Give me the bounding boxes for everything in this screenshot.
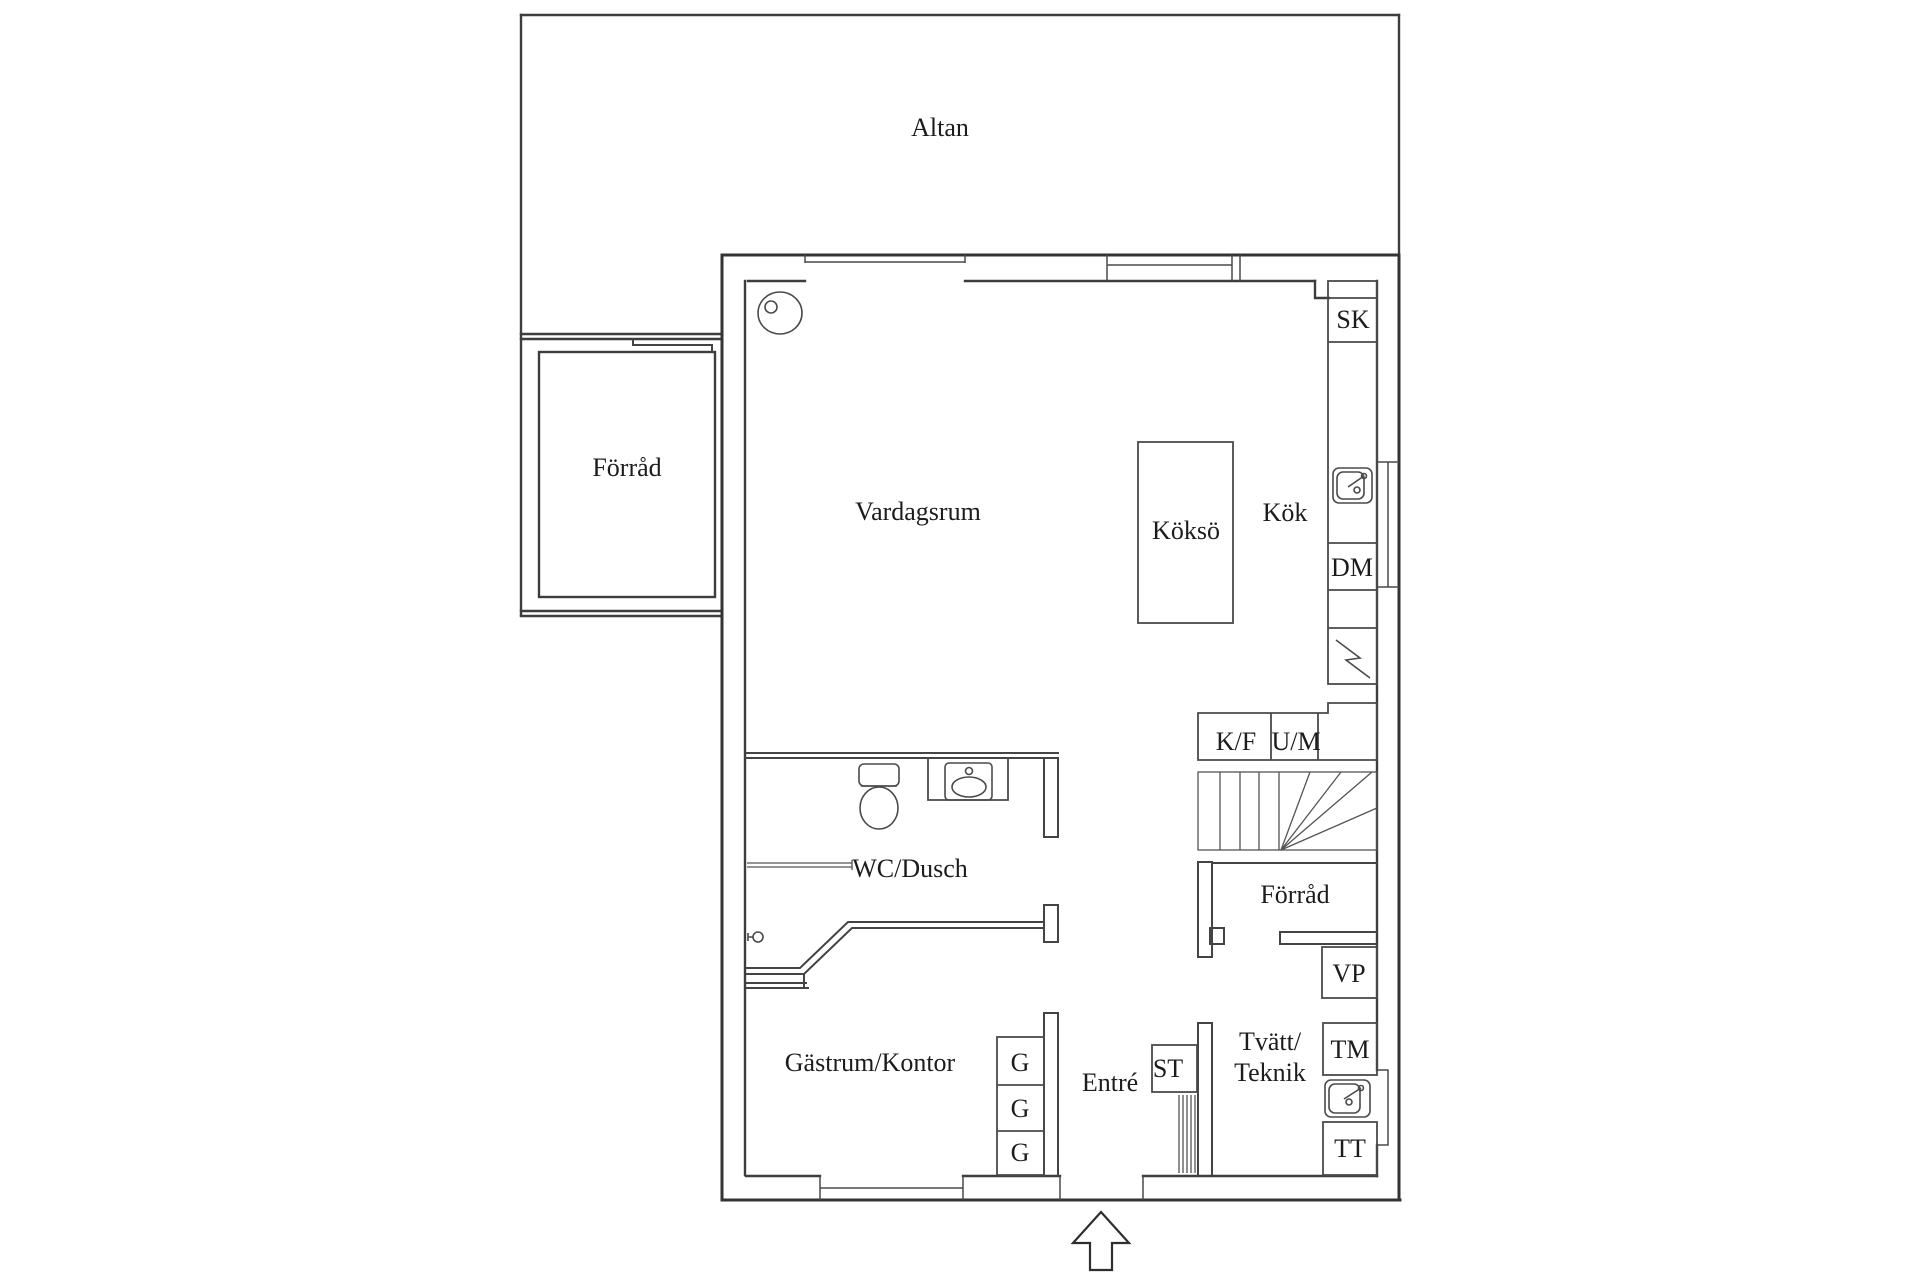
- bathroom-vanity: [927, 758, 1009, 801]
- window-bottom: [819, 1176, 964, 1200]
- laundry-sink-icon: [1324, 1079, 1371, 1118]
- lightning-icon: [1335, 639, 1371, 679]
- unit-label-vp: VP: [1332, 959, 1365, 988]
- room-label-wc-shower: WC/Dusch: [852, 854, 968, 883]
- cabinet-label-um: U/M: [1271, 727, 1320, 756]
- window-top-left: [804, 255, 966, 263]
- staircase: [1197, 771, 1378, 851]
- cabinet-label-kf: K/F: [1216, 727, 1256, 756]
- room-label-storage: Förråd: [1260, 880, 1329, 909]
- room-labels: Altan Förråd Vardagsrum Köksö Kök SK DM …: [592, 113, 1373, 1167]
- room-label-guestroom-office: Gästrum/Kontor: [785, 1048, 956, 1077]
- fridge-oven-row: [1197, 702, 1378, 761]
- window-top-right: [1106, 255, 1241, 281]
- window-right: [1377, 461, 1399, 588]
- tm-unit: [1322, 1022, 1378, 1076]
- unit-label-tm: TM: [1331, 1035, 1370, 1064]
- closet-label-g3: G: [1011, 1138, 1030, 1167]
- room-label-laundry-line2: Teknik: [1234, 1058, 1306, 1087]
- shower-screen: [747, 860, 853, 870]
- room-label-kitchen-island: Köksö: [1152, 516, 1220, 545]
- kitchen-island: [1137, 441, 1234, 624]
- cabinet-label-st: ST: [1153, 1054, 1183, 1083]
- wall-niche: [1377, 1069, 1389, 1146]
- kitchen-counter: [1327, 280, 1378, 685]
- storage-door-recess: [632, 338, 713, 353]
- room-label-altan: Altan: [911, 113, 969, 142]
- closet-label-g1: G: [1011, 1048, 1030, 1077]
- mixer-icon: [747, 931, 764, 943]
- room-label-laundry-line1: Tvätt/: [1239, 1027, 1302, 1056]
- room-label-kitchen: Kök: [1263, 498, 1308, 527]
- room-label-living-room: Vardagsrum: [855, 497, 981, 526]
- cabinet-label-dm: DM: [1331, 553, 1373, 582]
- bathroom-sink-icon: [944, 762, 993, 801]
- closet-label-g2: G: [1011, 1094, 1030, 1123]
- radiator-grille-icon: [1178, 1095, 1196, 1173]
- entrance-door-opening: [1059, 1176, 1144, 1200]
- room-label-storage-annex: Förråd: [592, 453, 661, 482]
- storage-annex-outline: [519, 332, 724, 618]
- toilet-icon: [858, 763, 900, 830]
- kitchen-sink-icon: [1332, 467, 1373, 504]
- tt-unit: [1322, 1121, 1378, 1176]
- altan-outline: [519, 13, 1401, 617]
- lamp-icon: [757, 291, 803, 335]
- st-cabinet: [1151, 1044, 1198, 1093]
- unit-label-tt: TT: [1334, 1134, 1366, 1163]
- wardrobe-stack: [996, 1036, 1045, 1176]
- vp-unit: [1321, 946, 1378, 999]
- cabinet-label-sk: SK: [1336, 305, 1369, 334]
- entrance-arrow-icon: [1070, 1210, 1132, 1272]
- interior-walls: [745, 752, 1378, 1176]
- room-label-entrance: Entré: [1082, 1068, 1138, 1097]
